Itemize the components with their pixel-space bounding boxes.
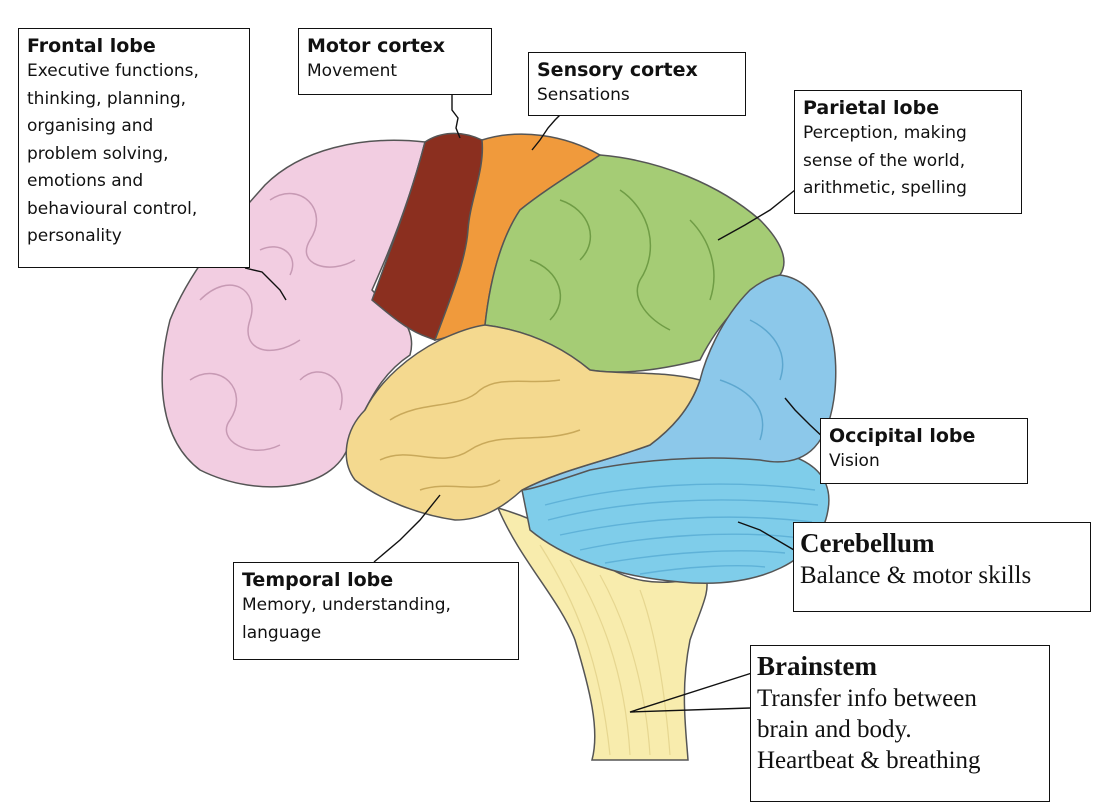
- occipital-sulci: [719, 319, 784, 441]
- motor-cortex-label: Motor cortex Movement: [298, 28, 492, 95]
- cerebellum-folia: [544, 483, 819, 575]
- cerebellum-title: Cerebellum: [800, 528, 935, 558]
- brainstem-striations: [539, 544, 671, 756]
- brainstem-title: Brainstem: [757, 651, 877, 681]
- leader-lines: [244, 95, 827, 713]
- temporal-sulci: [379, 379, 581, 491]
- parietal-lobe-description: Perception, making sense of the world, a…: [803, 123, 967, 198]
- frontal-gyri: [189, 192, 356, 451]
- sensory-cortex-description: Sensations: [537, 85, 630, 105]
- cerebellum-label: Cerebellum Balance & motor skills: [793, 522, 1091, 612]
- parietal-lobe-title: Parietal lobe: [803, 97, 940, 119]
- occipital-lobe-label: Occipital lobe Vision: [820, 418, 1028, 484]
- motor-cortex-description: Movement: [307, 61, 398, 81]
- parietal-lobe-label: Parietal lobe Perception, making sense o…: [794, 90, 1022, 214]
- brainstem-description: Transfer info between brain and body. He…: [757, 685, 981, 774]
- parietal-sulci: [529, 189, 715, 331]
- sensory-cortex-label: Sensory cortex Sensations: [528, 52, 746, 116]
- frontal-lobe-title: Frontal lobe: [27, 35, 156, 57]
- sensory-cortex-title: Sensory cortex: [537, 59, 698, 81]
- brainstem-label: Brainstem Transfer info between brain an…: [750, 645, 1050, 802]
- occipital-lobe-region: [521, 274, 837, 491]
- cerebellum-description: Balance & motor skills: [800, 562, 1032, 589]
- temporal-lobe-region: [345, 324, 701, 521]
- temporal-lobe-label: Temporal lobe Memory, understanding, lan…: [233, 562, 519, 660]
- temporal-lobe-title: Temporal lobe: [242, 569, 394, 591]
- parietal-lobe-region: [484, 154, 785, 373]
- occipital-lobe-title: Occipital lobe: [829, 425, 976, 447]
- frontal-lobe-description: Executive functions, thinking, planning,…: [27, 61, 199, 246]
- occipital-lobe-description: Vision: [829, 451, 880, 471]
- temporal-lobe-description: Memory, understanding, language: [242, 595, 451, 643]
- frontal-lobe-label: Frontal lobe Executive functions, thinki…: [18, 28, 250, 268]
- motor-cortex-title: Motor cortex: [307, 35, 445, 57]
